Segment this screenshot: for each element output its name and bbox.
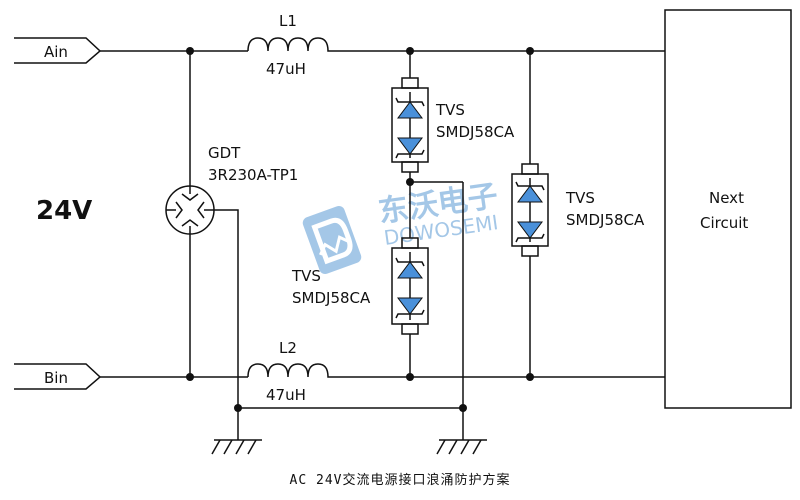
tvs-1-part: SMDJ58CA [436,123,515,141]
next-circuit-block: Next Circuit [664,9,792,409]
junction-dot [406,47,414,55]
ground-symbol-right [436,439,487,455]
wiring [100,50,665,440]
tvs-3-part: SMDJ58CA [566,211,645,229]
junction-dot [406,373,414,381]
tvs-3: TVS SMDJ58CA [511,163,645,257]
next-circuit-line2: Circuit [700,214,748,232]
ground-symbol-left [211,439,262,455]
tvs-2-type: TVS [291,267,321,285]
junction-dot [186,373,194,381]
junction-dot [234,404,242,412]
tvs-1-type: TVS [435,101,465,119]
diagram-caption: AC 24V交流电源接口浪涌防护方案 [290,472,511,488]
gdt: GDT 3R230A-TP1 [165,144,298,235]
junction-dot [526,373,534,381]
junctions [186,47,534,412]
junction-dot [459,404,467,412]
junction-dot [186,47,194,55]
inductor-l1: L1 47uH [247,12,330,78]
terminal-bin-label: Bin [44,369,68,387]
inductor-l1-value: 47uH [266,60,306,78]
terminal-ain: Ain [14,37,102,64]
junction-dot [406,178,414,186]
inductor-l2-ref: L2 [279,339,297,357]
dowosemi-logo [302,205,362,275]
tvs-2: TVS SMDJ58CA [291,237,429,335]
gdt-part: 3R230A-TP1 [208,166,298,184]
watermark: 东沃电子 DOWOSEMI [302,179,500,275]
tvs-3-type: TVS [565,189,595,207]
tvs-2-part: SMDJ58CA [292,289,371,307]
inductor-l2-value: 47uH [266,386,306,404]
gdt-type: GDT [208,144,241,162]
terminal-bin: Bin [14,363,102,390]
tvs-1: TVS SMDJ58CA [391,77,515,173]
next-circuit-line1: Next [709,189,744,207]
inductor-l1-ref: L1 [279,12,297,30]
inductor-l2: L2 47uH [247,339,330,404]
junction-dot [526,47,534,55]
terminal-ain-label: Ain [44,43,68,61]
voltage-label: 24V [36,196,92,226]
